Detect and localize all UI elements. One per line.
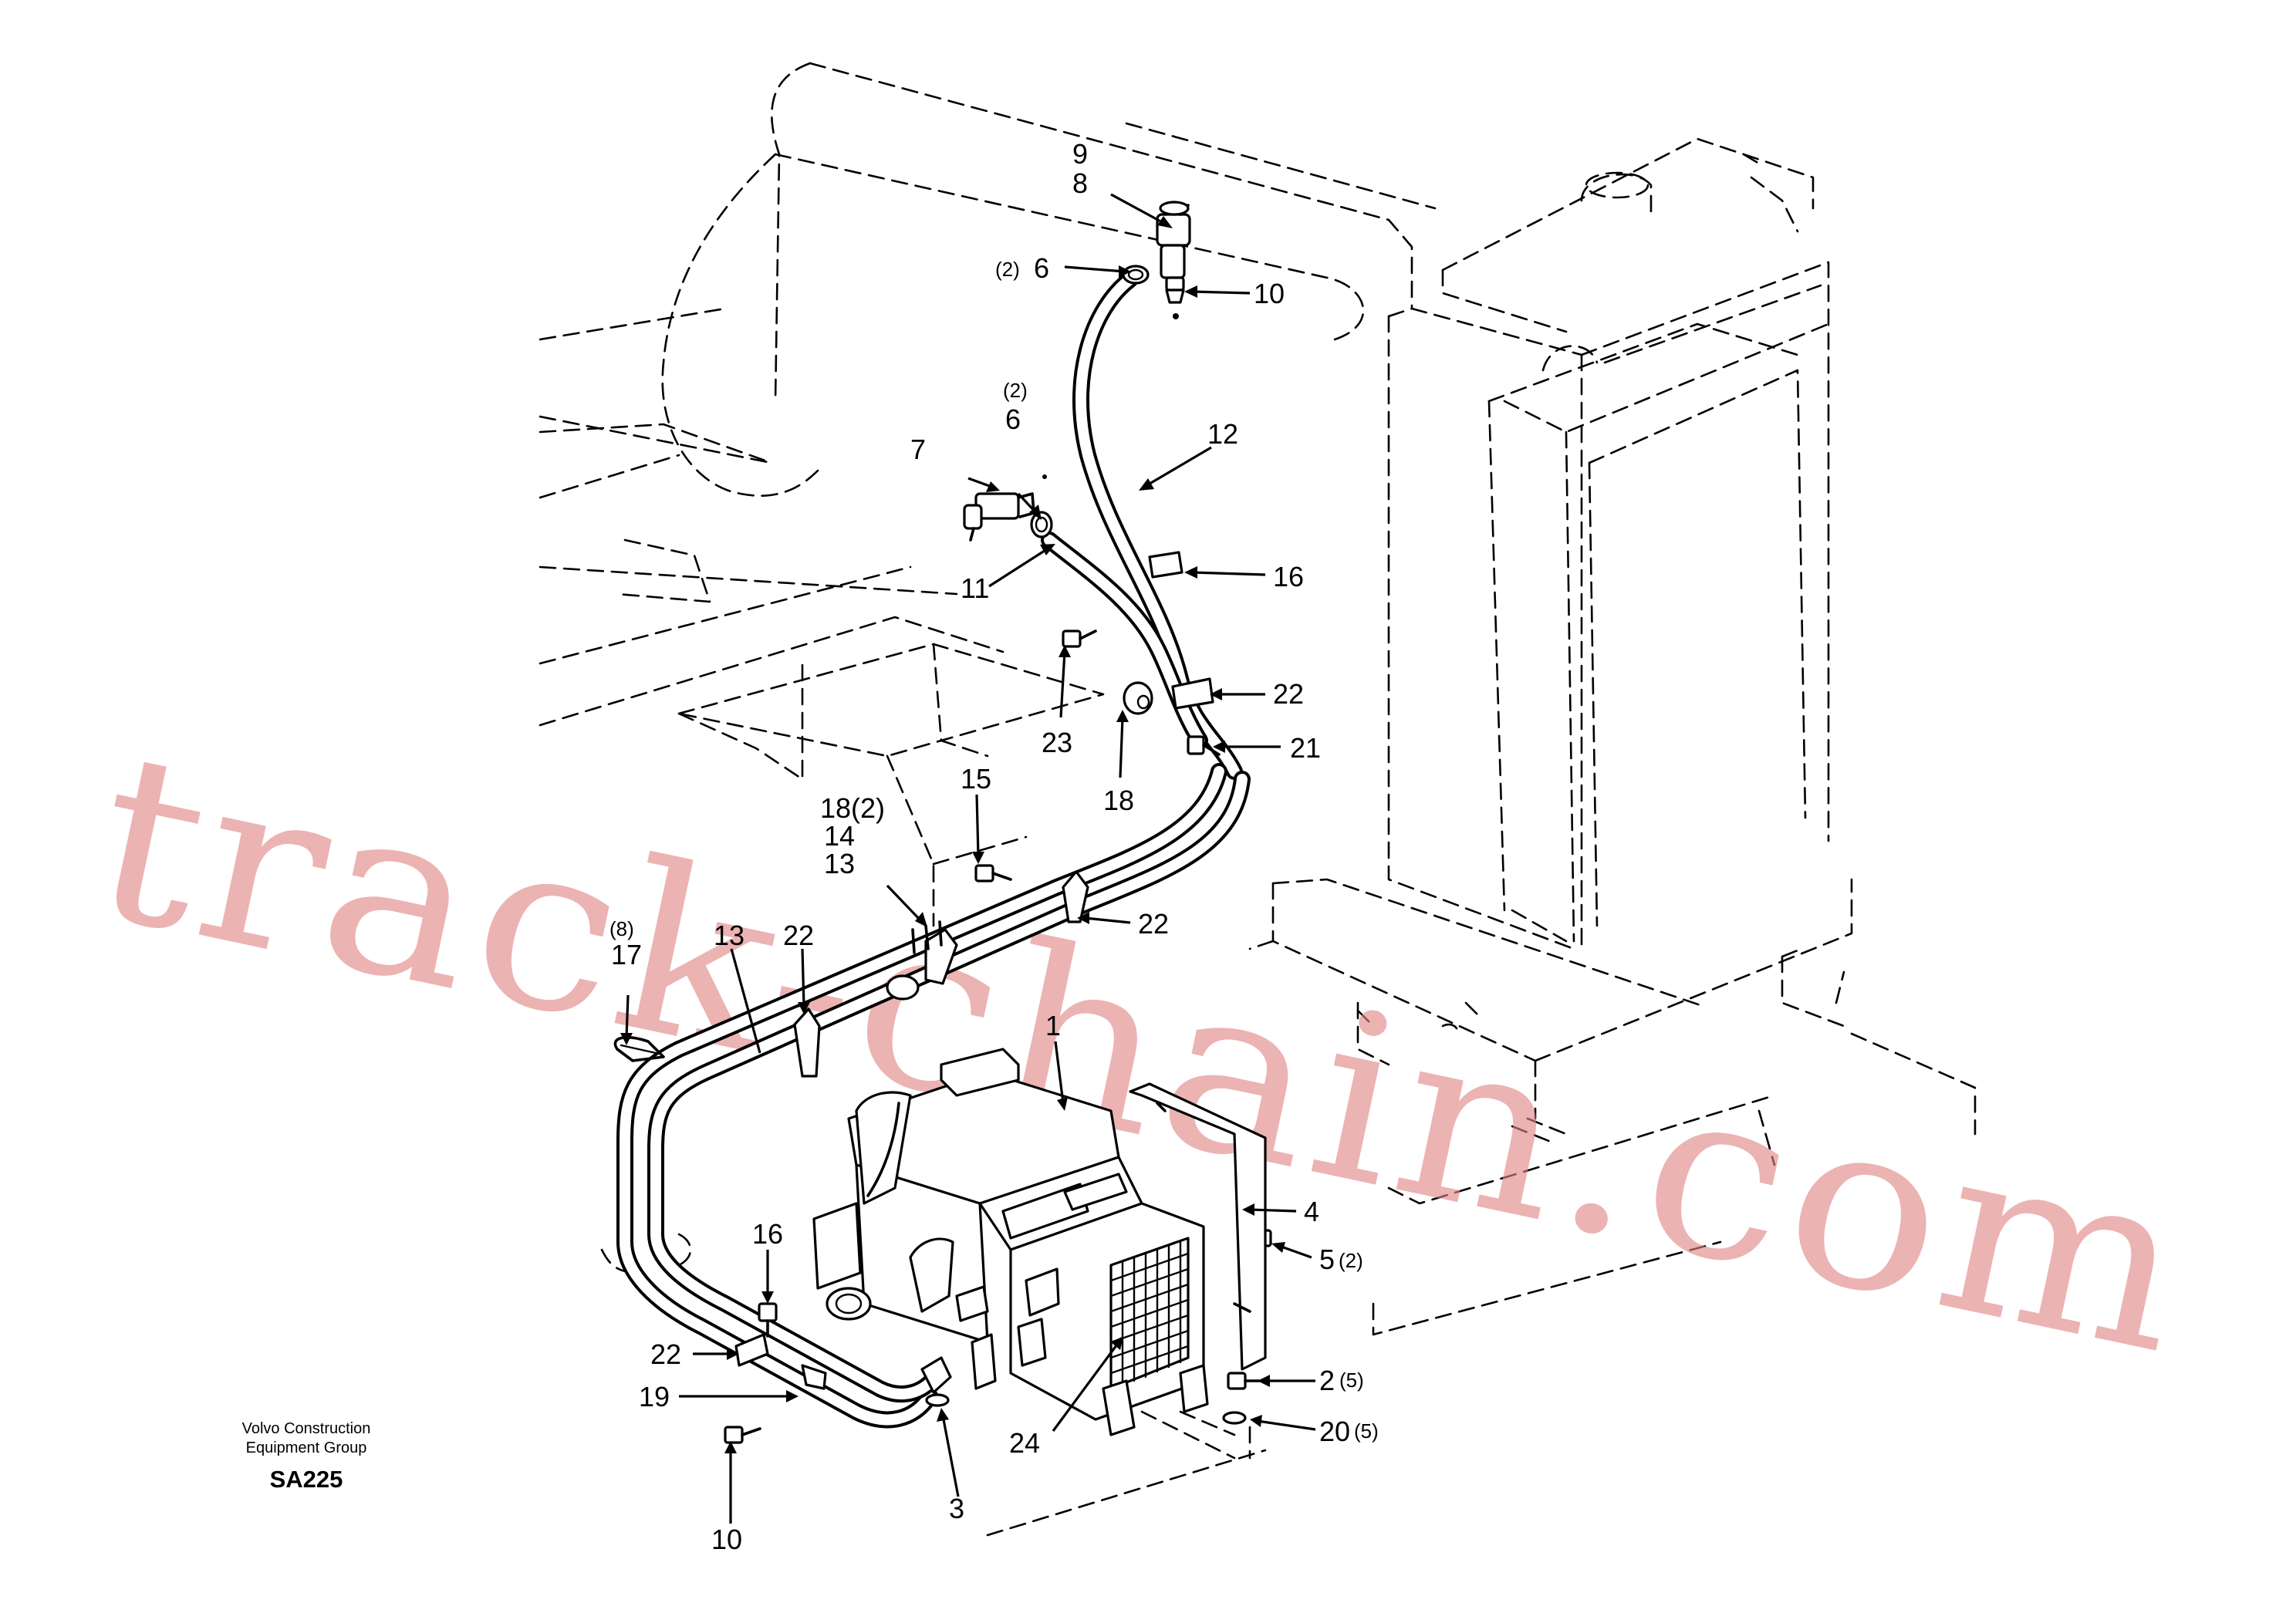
company-name-line2: Equipment Group	[246, 1439, 367, 1456]
mid-shutoff-valve	[963, 474, 1053, 542]
callout-12: 12	[1207, 418, 1238, 450]
callout-5: 5	[1319, 1244, 1335, 1275]
callout-8: 8	[1072, 167, 1088, 199]
callout-20: 20	[1319, 1416, 1350, 1447]
hose-clamps	[734, 551, 1214, 1394]
callout-18-qty: 18(2)	[820, 792, 885, 824]
callout-10-top: 10	[1254, 278, 1285, 309]
callout-13: 13	[824, 848, 855, 879]
heater-unit	[812, 1048, 1267, 1436]
leader-lines	[620, 193, 1316, 1524]
callout-6-top-qty: (2)	[995, 258, 1020, 281]
callout-13-b: 13	[714, 920, 745, 951]
title-block: Volvo Construction Equipment Group SA225	[242, 1420, 371, 1493]
callout-22-c: 22	[783, 920, 814, 951]
callout-22-d: 22	[650, 1338, 681, 1370]
callout-17-qty: (8)	[609, 917, 634, 940]
callout-6-top: 6	[1034, 252, 1049, 284]
callout-22-b: 22	[1138, 908, 1169, 940]
callout-2-qty: (5)	[1339, 1369, 1364, 1392]
callout-5-qty: (2)	[1339, 1249, 1363, 1272]
callout-14: 14	[824, 820, 855, 852]
callout-17: 17	[611, 939, 642, 970]
hose-assembly	[616, 271, 1251, 1429]
callout-23: 23	[1042, 727, 1072, 758]
callout-11: 11	[961, 572, 989, 604]
callout-24: 24	[1009, 1427, 1040, 1459]
company-name-line1: Volvo Construction	[242, 1420, 371, 1437]
callout-22-a: 22	[1273, 678, 1304, 710]
callout-2: 2	[1319, 1365, 1335, 1396]
callout-9: 9	[1072, 138, 1088, 170]
callout-7: 7	[910, 434, 926, 465]
callout-21: 21	[1290, 732, 1321, 764]
callout-16-low: 16	[752, 1218, 783, 1250]
callout-16-top: 16	[1273, 561, 1304, 592]
machine-phantom-outline	[539, 62, 1977, 1537]
callout-3: 3	[949, 1493, 964, 1524]
callout-labels: 9 8 (2) 6 10 (2) 6 7 12 11 16 22 21 23 1…	[609, 138, 1379, 1555]
callout-6-mid-qty: (2)	[1003, 379, 1028, 402]
callout-6-mid: 6	[1005, 403, 1021, 435]
callout-1: 1	[1045, 1010, 1061, 1041]
drawing-code: SA225	[270, 1466, 343, 1493]
callout-20-qty: (5)	[1354, 1419, 1379, 1443]
callout-15: 15	[961, 763, 991, 795]
callout-18: 18	[1103, 785, 1134, 816]
callout-10-low: 10	[711, 1524, 742, 1555]
callout-19: 19	[639, 1381, 670, 1412]
heater-grille	[1109, 1240, 1190, 1386]
callout-4: 4	[1304, 1196, 1319, 1227]
